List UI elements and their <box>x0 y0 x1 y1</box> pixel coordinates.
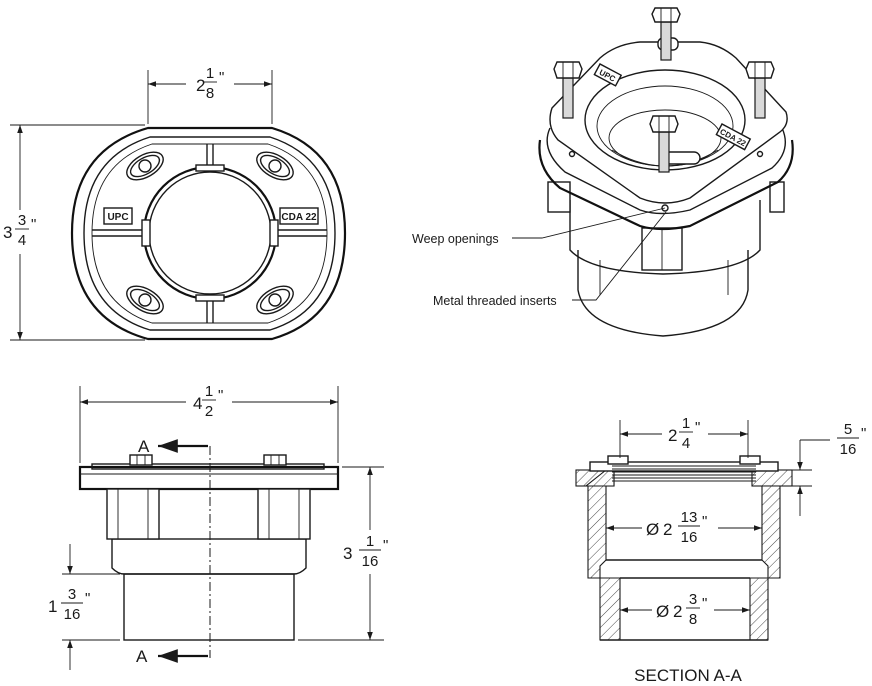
dim-num: 13 <box>681 509 698 526</box>
top-tag-right-box <box>279 207 319 225</box>
dim-unit: " <box>85 590 90 607</box>
dim-unit: " <box>218 387 223 404</box>
isometric-view: UPC CDA 22 <box>412 7 794 337</box>
dim-whole: 4 <box>193 394 202 413</box>
dim-num: 1 <box>682 415 690 432</box>
callout-metal-inserts: Metal threaded inserts <box>433 294 557 308</box>
front-outlet-dimension: 1 3 16 " <box>46 544 120 670</box>
dim-unit: " <box>219 69 224 86</box>
dim-whole: 3 <box>3 223 12 242</box>
top-view: UPC CDA 22 2 <box>2 62 347 341</box>
dim-unit: " <box>702 513 707 530</box>
section-title: SECTION A-A <box>634 666 742 685</box>
dim-whole: 2 <box>673 602 682 621</box>
callout-weep-openings: Weep openings <box>412 232 499 246</box>
section-view: 2 1 4 " 5 16 " Ø 2 13 16 " <box>575 414 866 685</box>
dim-unit: " <box>383 537 388 554</box>
front-bolt-left <box>129 454 153 466</box>
section-flange-dimension: 5 16 " <box>780 421 866 516</box>
iso-bolt-front <box>649 115 679 173</box>
top-height-dimension: 3 3 4 " <box>2 124 145 341</box>
dim-num: 1 <box>205 383 213 400</box>
top-tag-left-box <box>103 207 133 225</box>
section-outlet-bore-dimension: Ø 2 3 8 " <box>620 590 750 632</box>
dim-den: 4 <box>682 435 690 452</box>
thread-lines <box>612 465 756 482</box>
dim-num: 1 <box>206 65 214 82</box>
dim-prefix: Ø <box>656 602 669 621</box>
dim-den: 16 <box>64 606 81 623</box>
iso-bolt-right <box>745 61 775 119</box>
dim-unit: " <box>861 425 866 442</box>
dim-den: 2 <box>205 403 213 420</box>
dim-unit: " <box>31 216 36 233</box>
iso-bolt-top <box>651 7 681 61</box>
front-width-dimension: 4 1 2 " <box>79 380 339 463</box>
wing-bolt-tr <box>256 151 294 181</box>
front-bolt-right <box>263 454 287 466</box>
front-view: A A 4 1 2 " 3 1 16 " <box>46 380 392 670</box>
dim-whole: 2 <box>668 426 677 445</box>
wing-bolt-tl <box>126 151 164 181</box>
dim-whole: 3 <box>343 544 352 563</box>
dim-unit: " <box>702 595 707 612</box>
dim-den: 16 <box>362 553 379 570</box>
dim-whole: 2 <box>663 520 672 539</box>
dim-whole: 1 <box>48 597 57 616</box>
dim-num: 3 <box>68 586 76 603</box>
front-height-dimension: 3 1 16 " <box>298 466 392 641</box>
dim-prefix: Ø <box>646 520 659 539</box>
section-marker-bottom: A <box>136 647 148 666</box>
dim-num: 1 <box>366 533 374 550</box>
top-width-dimension: 2 1 8 " <box>147 62 273 124</box>
dim-num: 3 <box>18 212 26 229</box>
wing-bolt-bl <box>126 285 164 315</box>
dim-den: 16 <box>681 529 698 546</box>
top-tag-upc: UPC <box>107 212 128 223</box>
top-tag-cda: CDA 22 <box>281 212 317 223</box>
dim-num: 3 <box>689 591 697 608</box>
dim-unit: " <box>695 419 700 436</box>
dim-den: 16 <box>840 441 857 458</box>
section-top-dimension: 2 1 4 " <box>619 414 749 458</box>
dim-num: 5 <box>844 421 852 438</box>
dim-whole: 2 <box>196 76 205 95</box>
section-bore-dimension: Ø 2 13 16 " <box>606 508 762 550</box>
dim-den: 8 <box>206 85 214 102</box>
dim-den: 8 <box>689 611 697 628</box>
section-marker-top: A <box>138 437 150 456</box>
dim-den: 4 <box>18 232 26 249</box>
wing-bolt-br <box>256 285 294 315</box>
iso-bolt-left <box>553 61 583 119</box>
